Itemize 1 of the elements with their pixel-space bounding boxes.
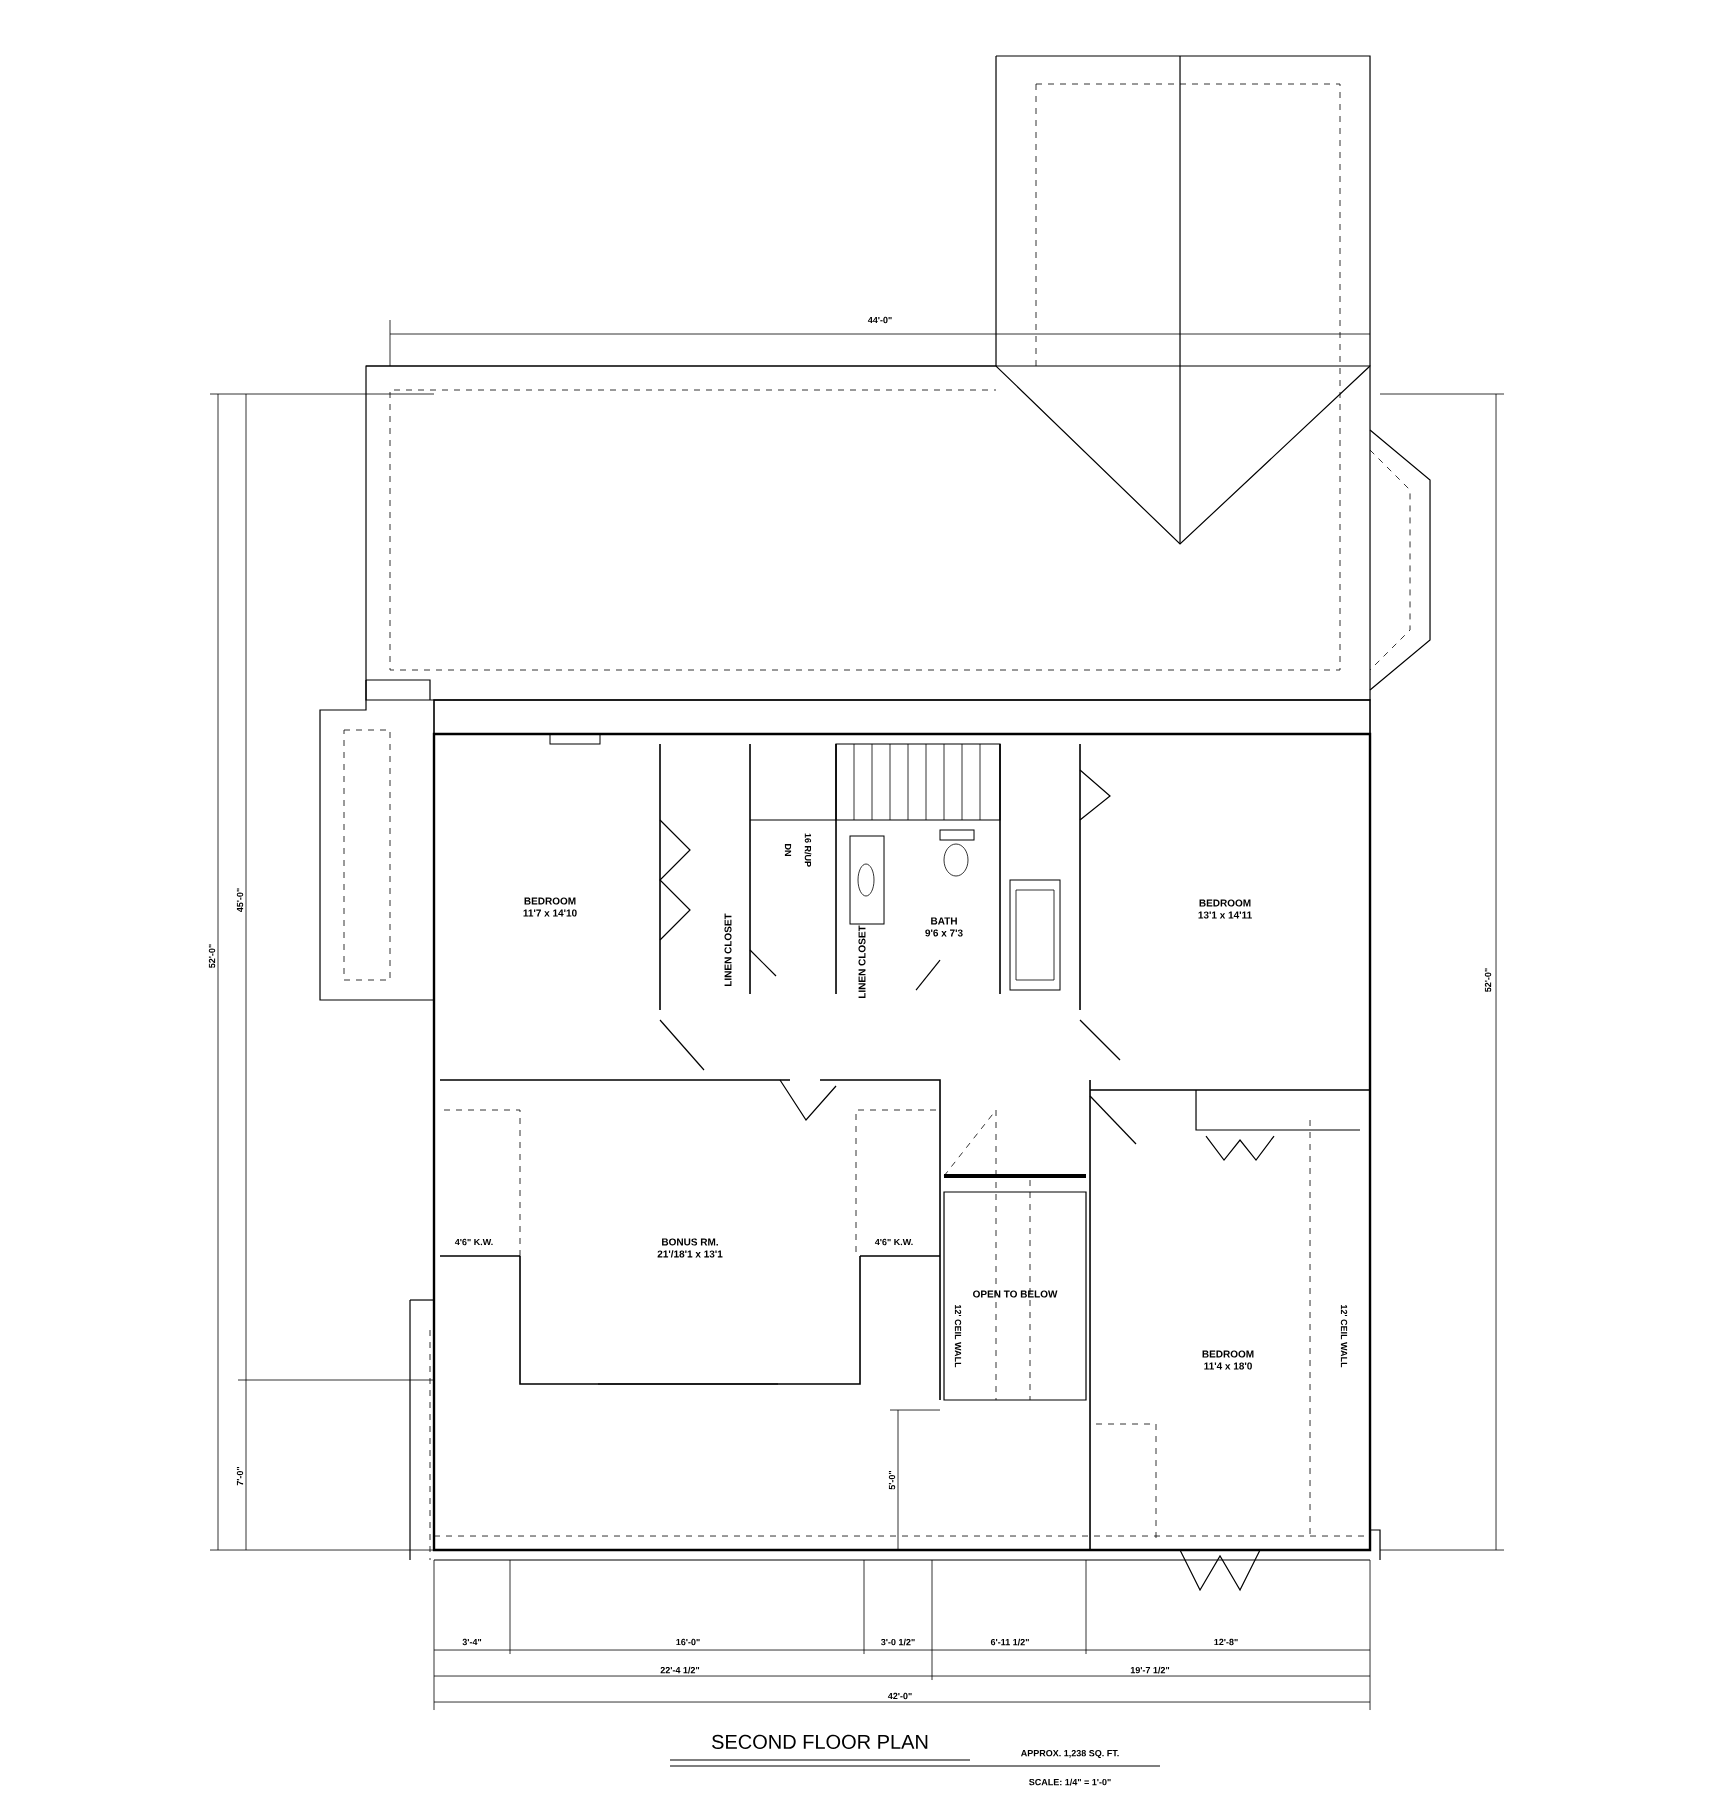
plan-title: SECOND FLOOR PLAN bbox=[712, 1734, 928, 1749]
